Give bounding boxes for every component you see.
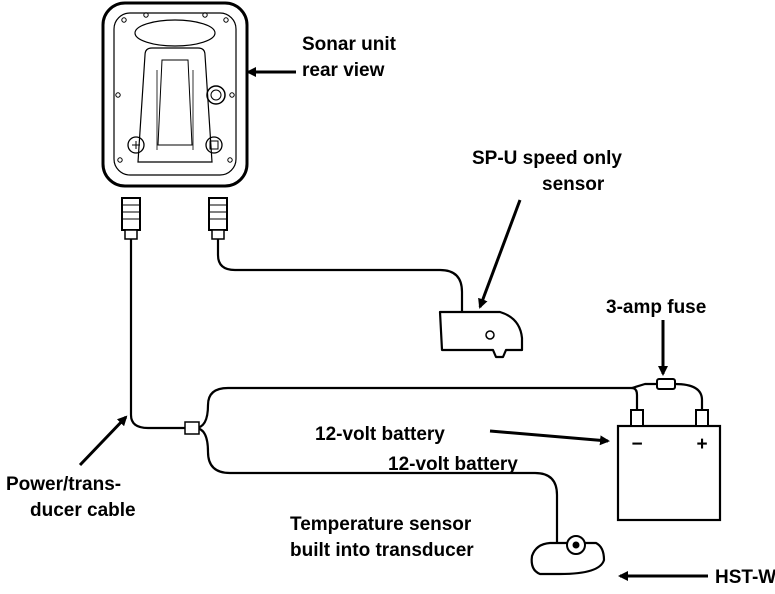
battery-positive-terminal: + (696, 434, 707, 455)
pointer-arrows (78, 67, 708, 581)
sonar-unit-label-line1: Sonar unit (302, 34, 397, 55)
speed-sensor (438, 310, 524, 359)
fuse-holder (656, 378, 676, 390)
battery-arrow-label: 12-volt battery (315, 424, 445, 445)
power-cable-label-line1: Power/trans- (6, 474, 121, 495)
battery-negative-terminal: − (631, 434, 642, 455)
connector-right (208, 197, 228, 240)
speed-sensor-label-line2: sensor (542, 174, 605, 195)
temp-sensor-label-line2: built into transducer (290, 540, 474, 561)
transducer (530, 535, 606, 576)
battery-under-label: 12-volt battery (388, 454, 518, 475)
cable-junction (184, 421, 200, 435)
sonar-unit-label-line2: rear view (302, 60, 385, 81)
battery-arrow (489, 429, 610, 446)
speed-sensor-label-line1: SP-U speed only (472, 148, 622, 169)
transducer-model-label: HST-WSU (715, 567, 775, 588)
cables (129, 236, 704, 547)
sonar-unit (101, 1, 249, 188)
power-cable-label-line2: ducer cable (30, 500, 136, 521)
temp-sensor-label-line1: Temperature sensor (290, 514, 472, 535)
fuse-label: 3-amp fuse (606, 297, 706, 318)
connector-left (121, 197, 141, 240)
battery (616, 409, 722, 522)
power-cable-arrow (78, 415, 128, 467)
speed-sensor-arrow (478, 199, 522, 309)
